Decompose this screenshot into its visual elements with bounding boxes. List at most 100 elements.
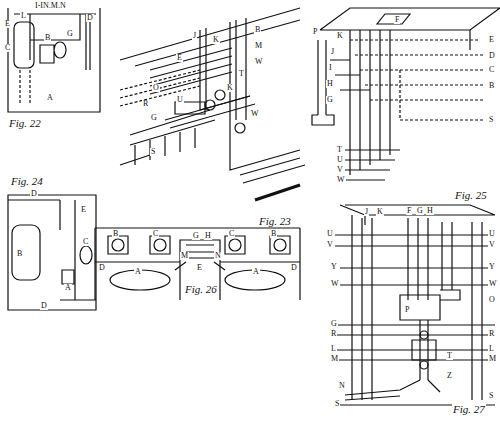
callout-letter: S bbox=[150, 148, 156, 156]
callout-letter: E bbox=[176, 54, 183, 62]
callout-letter: I-IN.M.N bbox=[34, 2, 67, 10]
callout-letter: K bbox=[336, 32, 344, 40]
callout-letter: F bbox=[406, 207, 412, 215]
callout-letter: P bbox=[404, 306, 410, 314]
callout-letter: R bbox=[330, 330, 337, 338]
pipe-stroke bbox=[95, 240, 300, 300]
pipe-stroke bbox=[352, 215, 428, 400]
pipe-stroke bbox=[320, 8, 500, 50]
fig26-plan bbox=[95, 228, 300, 300]
callout-letter: V bbox=[326, 241, 334, 249]
pipe-stroke bbox=[186, 245, 214, 258]
pipe-stroke bbox=[12, 225, 40, 280]
pipe-stroke bbox=[420, 361, 428, 369]
pipe-stroke bbox=[400, 290, 460, 320]
pipe-stroke bbox=[255, 185, 300, 200]
pipe-stroke bbox=[60, 270, 96, 300]
callout-letter: W bbox=[336, 176, 346, 184]
callout-letter: B bbox=[488, 82, 495, 90]
pipe-stroke bbox=[235, 123, 245, 133]
callout-letter: U bbox=[336, 156, 344, 164]
pipe-stroke bbox=[442, 222, 482, 400]
pipe-stroke bbox=[130, 110, 215, 145]
pipe-stroke bbox=[8, 200, 75, 300]
pipe-stroke bbox=[274, 239, 286, 251]
callout-letter: S bbox=[488, 116, 494, 124]
pipe-stroke bbox=[215, 90, 225, 100]
pipe-stroke bbox=[80, 246, 92, 264]
pipe-stroke bbox=[40, 42, 66, 63]
pipe-stroke bbox=[14, 22, 34, 68]
pipe-stroke bbox=[205, 100, 215, 110]
callout-letter: C bbox=[488, 66, 495, 74]
callout-letter: E bbox=[80, 206, 87, 214]
callout-letter: J bbox=[330, 48, 335, 56]
figure-caption: Fig. 22 bbox=[8, 118, 42, 129]
callout-letter: T bbox=[446, 352, 453, 360]
callout-letter: B bbox=[254, 26, 261, 34]
figure-caption: Fig. 27 bbox=[452, 404, 486, 415]
callout-letter: H bbox=[326, 80, 334, 88]
callout-letter: J bbox=[192, 32, 197, 40]
callout-letter: P bbox=[312, 28, 318, 36]
callout-letter: D bbox=[30, 190, 38, 198]
pipe-stroke bbox=[230, 120, 300, 170]
callout-letter: C bbox=[82, 238, 89, 246]
callout-letter: K bbox=[226, 84, 234, 92]
callout-letter: M bbox=[254, 42, 263, 50]
callout-letter: U bbox=[488, 230, 496, 238]
callout-letter: M bbox=[488, 355, 497, 363]
callout-letter: U bbox=[326, 230, 334, 238]
callout-letter: Z bbox=[446, 372, 453, 380]
pipe-stroke bbox=[120, 155, 150, 165]
callout-letter: L bbox=[488, 345, 495, 353]
callout-letter: W bbox=[488, 280, 498, 288]
callout-letter: Y bbox=[488, 263, 496, 271]
callout-letter: V bbox=[488, 241, 496, 249]
callout-letter: O bbox=[152, 84, 160, 92]
callout-letter: D bbox=[488, 52, 496, 60]
callout-letter: D bbox=[290, 264, 298, 272]
pipe-stroke bbox=[350, 30, 390, 175]
pipe-stroke bbox=[86, 14, 90, 70]
callout-letter: N bbox=[338, 382, 346, 390]
figure-caption: Fig. 25 bbox=[454, 190, 488, 201]
fig22-room bbox=[8, 8, 100, 112]
callout-letter: E bbox=[488, 36, 495, 44]
figure-caption: Fig. 23 bbox=[258, 216, 292, 227]
pipe-stroke bbox=[345, 150, 400, 180]
pipe-stroke bbox=[95, 228, 300, 300]
pipe-stroke bbox=[150, 48, 232, 94]
callout-letter: G bbox=[192, 232, 200, 240]
callout-letter: E bbox=[196, 264, 203, 272]
callout-letter: A bbox=[134, 268, 142, 276]
fig25-risers bbox=[320, 8, 500, 180]
fig23-pipes bbox=[120, 8, 334, 200]
callout-letter: B bbox=[270, 230, 277, 238]
callout-letter: R bbox=[488, 330, 495, 338]
callout-letter: C bbox=[152, 230, 159, 238]
callout-letter: Y bbox=[330, 263, 338, 271]
callout-letter: I bbox=[328, 64, 333, 72]
callout-letter: A bbox=[64, 284, 72, 292]
callout-letter: V bbox=[336, 166, 344, 174]
callout-letter: T bbox=[238, 70, 245, 78]
callout-letter: L bbox=[330, 345, 337, 353]
callout-letter: C bbox=[4, 44, 11, 52]
fig27-stack bbox=[335, 205, 495, 405]
callout-letter: A bbox=[46, 94, 54, 102]
callout-letter: H bbox=[204, 232, 212, 240]
pipe-stroke bbox=[8, 195, 96, 310]
pipe-stroke bbox=[412, 320, 436, 380]
callout-letter: U bbox=[176, 96, 184, 104]
callout-letter: K bbox=[212, 36, 220, 44]
callout-letter: G bbox=[326, 96, 334, 104]
pipe-stroke bbox=[112, 239, 124, 251]
callout-letter: T bbox=[336, 146, 343, 154]
callout-letter: D bbox=[98, 264, 106, 272]
callout-letter: W bbox=[250, 110, 260, 118]
fig24-room bbox=[8, 195, 96, 310]
callout-letter: R bbox=[142, 100, 149, 108]
callout-letter: B bbox=[16, 250, 23, 258]
pipe-stroke bbox=[154, 239, 166, 251]
